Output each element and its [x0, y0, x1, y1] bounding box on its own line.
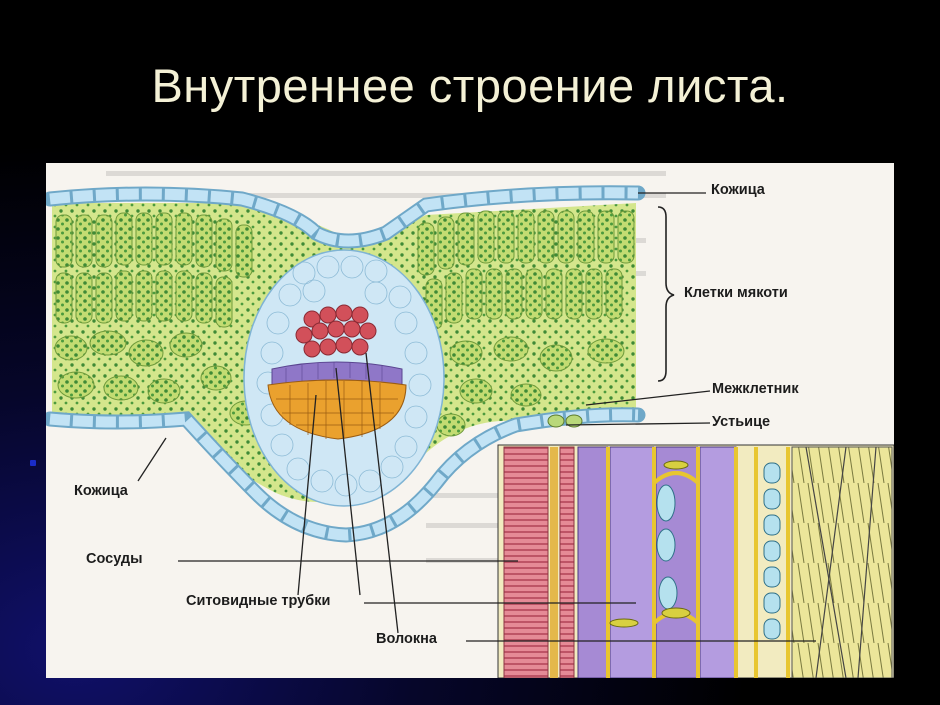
- longitudinal-section: [497, 444, 894, 678]
- lower-epidermis-cells: [49, 409, 639, 541]
- label-sitovidnye-trubki: Ситовидные трубки: [186, 593, 331, 609]
- label-kozhitsa-bottom: Кожица: [74, 483, 128, 499]
- bundle-parenchyma-grid: [256, 255, 432, 497]
- leader-lines: [137, 192, 816, 642]
- slide-title: Внутреннее строение листа.: [151, 59, 789, 112]
- cell-walls: [606, 447, 790, 678]
- label-sosudy: Сосуды: [86, 551, 143, 567]
- sieve-tube-2: [609, 446, 655, 678]
- sieve-tube-3: [655, 446, 699, 678]
- bracket: [657, 206, 675, 382]
- palisade-left: [55, 212, 253, 328]
- vessel-wall-1: [550, 447, 558, 678]
- leaf-diagram: Кожица Клетки мякоти Межклетник Устьице …: [46, 163, 894, 678]
- vessel-striped-1: [503, 446, 549, 678]
- xylem-cell-lines: [276, 381, 398, 439]
- phloem-cell-lines: [285, 362, 383, 384]
- leaf-cross-section-svg: [46, 171, 894, 678]
- xylem: [267, 379, 407, 440]
- bullet-marker: [30, 460, 36, 466]
- label-ustitse: Устьице: [712, 414, 771, 430]
- sieve-plates: [609, 460, 691, 628]
- label-volokna: Волокна: [376, 631, 437, 647]
- sieve-tube-1: [577, 446, 609, 678]
- stoma: [547, 414, 583, 428]
- upper-epidermis-cells: [49, 187, 639, 247]
- label-mezhkletnik: Межклетник: [712, 381, 799, 397]
- sclerenchyma-cells: [295, 304, 377, 358]
- label-kletki-myakoti: Клетки мякоти: [684, 285, 788, 301]
- label-kozhitsa-top: Кожица: [711, 182, 765, 198]
- fibers: [791, 446, 893, 678]
- sieve-tube-4: [699, 446, 737, 678]
- vessel-striped-2: [559, 446, 575, 678]
- fiber-lines: [805, 446, 877, 678]
